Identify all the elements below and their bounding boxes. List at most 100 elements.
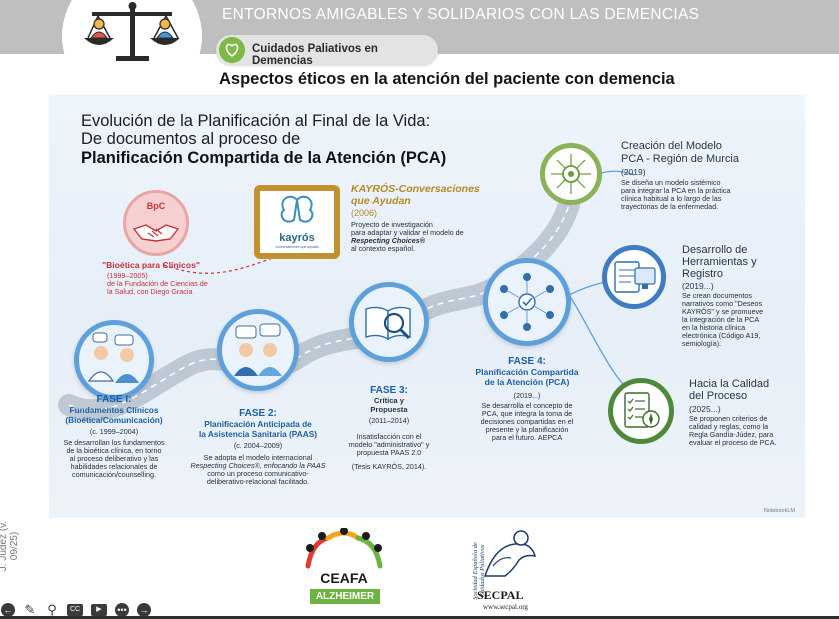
bpc-title: "Bioética para Clínicos" — [102, 260, 200, 270]
herramientas-desc-3: KAYRÓS" y se promueve — [682, 307, 764, 316]
fase2-desc-3: como un proceso comunicativo- — [207, 469, 309, 478]
fase3-circle — [349, 282, 429, 362]
kayros-logo-text: kayrós — [279, 232, 315, 244]
murcia-title-1: Creación del Modelo — [621, 140, 722, 152]
fase4-desc-1: Se desarrolla el concepto de — [481, 401, 573, 410]
kayros-desc-2: para adaptar y validar el modelo de — [351, 228, 464, 237]
herramientas-desc-2: narrativos como "Deseos — [682, 299, 763, 308]
kayros-butterfly-icon — [280, 195, 314, 223]
fase4-circle — [483, 258, 571, 346]
zoom-icon[interactable]: ⚲ — [47, 602, 57, 617]
herramientas-circle — [602, 245, 666, 309]
fase3-date: (2011–2014) — [368, 416, 410, 425]
slide-title-line2: De documentos al proceso de — [81, 130, 301, 148]
section-pill: Cuidados Paliativos en Demencias — [216, 35, 438, 67]
more-icon[interactable]: ••• — [115, 603, 129, 617]
murcia-desc-3: clínica habitual a lo largo de las — [621, 194, 722, 203]
fase1-desc-1: Se desarrollan los fundamentos — [63, 438, 165, 447]
digital-record-icon — [614, 261, 656, 293]
conversation-icon — [234, 323, 282, 376]
fase2-title: FASE 2: — [239, 408, 277, 419]
fase1-sub-2: (Bioética/Comunicación) — [65, 415, 163, 425]
fase4-title: FASE 4: — [508, 356, 546, 367]
herramientas-year: (2019...) — [682, 281, 714, 291]
fase1-sub-1: Fundamentos Clínicos — [69, 405, 159, 415]
handshake-icon — [132, 224, 180, 242]
back-icon[interactable]: ← — [1, 603, 15, 617]
slide-title-line1: Evolución de la Planificación al Final d… — [81, 112, 431, 130]
doctor-patient-icon — [87, 332, 139, 383]
fase4-sub-2: de la Atención (PCA) — [484, 377, 570, 387]
calidad-circle — [608, 378, 674, 444]
calidad-desc-1: Se proponen criterios de — [689, 414, 768, 423]
secpal-logo: Sociedad Española de Cuidados Paliativos… — [447, 526, 547, 616]
fase2-desc-2: Respecting Choices®, enfocando la PAAS — [190, 461, 326, 470]
presentation-toolbar: ← ✎ ⚲ CC ▶ ••• → — [1, 602, 151, 618]
calidad-year: (2025...) — [689, 404, 721, 414]
fase3-desc-4: (Tesis KAYRÓS, 2014). — [351, 462, 427, 471]
calidad-desc-2: calidad y reglas, como la — [689, 422, 769, 431]
kayros-year: (2006) — [351, 208, 378, 218]
alzheimer-bar: ALZHEIMER — [310, 589, 380, 604]
book-magnifier-icon — [365, 306, 411, 341]
fase3-title: FASE 3: — [370, 385, 408, 396]
checklist-compass-icon — [624, 392, 660, 428]
kayros-title-1: KAYRÓS-Conversaciones — [351, 183, 480, 195]
fase3-sub-2: Propuesta — [370, 405, 408, 414]
fase2-circle — [217, 309, 299, 391]
kayros-desc-4: al contexto español. — [351, 244, 415, 253]
ceafa-text: CEAFA — [320, 570, 368, 586]
herramientas-desc-6: electrónica (Código A19, — [682, 331, 761, 340]
fase3-desc-2: modelo "administrativo" y — [348, 440, 430, 449]
fase1-circle — [74, 320, 154, 400]
captions-icon[interactable]: CC — [67, 604, 83, 616]
fase1-desc-4: habilidades relacionales de — [70, 462, 158, 471]
murcia-year: (2019) — [621, 167, 646, 177]
murcia-desc-2: para integrar la PCA en la práctica — [621, 186, 731, 195]
fase3-sub-1: Crítica y — [374, 396, 404, 405]
slide-title-line3: Planificación Compartida de la Atención … — [81, 149, 447, 167]
herramientas-desc-5: en la historia clínica — [682, 323, 746, 332]
calidad-desc-3: Regla Gandía-Júdez, para — [689, 430, 774, 439]
bpc-badge: BpC — [123, 190, 189, 256]
fase4-desc-3: decisiones compartidas en el — [480, 417, 574, 426]
fase3-desc-1: Insatisfacción con el — [356, 432, 422, 441]
logo-badge — [62, 0, 202, 106]
herramientas-title-3: Registro — [682, 268, 723, 280]
murcia-desc-1: Se diseña un modelo sistémico — [621, 178, 721, 187]
kayros-desc-3: Respecting Choices® — [351, 236, 425, 245]
ceafa-logo: CEAFA ALZHEIMER — [298, 527, 390, 610]
fase2-date: (c. 2004–2009) — [233, 441, 283, 450]
bpc-badge-label: BpC — [146, 201, 166, 211]
fase2-sub-1: Planificación Anticipada de — [204, 419, 312, 429]
bpc-desc-2: la Salud, con Diego Gracia — [107, 287, 193, 296]
page-subtitle: Aspectos éticos en la atención del pacie… — [219, 70, 675, 88]
herramientas-desc-7: semiología). — [682, 339, 722, 348]
fase3-desc-3: propuesta PAAS 2.0 — [356, 448, 422, 457]
fase4-date: (2019...) — [513, 391, 541, 400]
calidad-desc-4: evaluar el proceso de PCA. — [689, 438, 777, 447]
murcia-circle — [540, 143, 602, 205]
fase2-desc-1: Se adopta el modelo internacional — [203, 453, 313, 462]
bpc-years: (1999–2005) — [107, 271, 148, 280]
pill-label: Cuidados Paliativos en Demencias — [252, 43, 378, 67]
fase4-desc-4: presente y la planificación — [485, 425, 569, 434]
camera-icon[interactable]: ▶ — [91, 604, 107, 616]
fase4-desc-5: para el futuro. AEPCA — [491, 433, 563, 442]
herramientas-title-1: Desarrollo de — [682, 244, 748, 256]
pen-icon[interactable]: ✎ — [24, 602, 36, 617]
kayros-title-2: que Ayudan — [351, 195, 411, 207]
kayros-logo-sub: conversaciones que ayudan — [275, 245, 319, 249]
ceafa-people-icon — [305, 527, 383, 569]
secpal-figure-icon — [483, 530, 537, 577]
system-network-icon — [551, 154, 591, 194]
fase1-desc-5: comunicación/counselling. — [72, 470, 156, 479]
notebooklm-watermark: NotebookLM — [763, 508, 795, 514]
bpc-desc-1: de la Fundación de Ciencias de — [107, 279, 208, 288]
murcia-desc-4: trayectorias de la enfermedad. — [621, 202, 719, 211]
secpal-url: www.secpal.org — [483, 603, 528, 611]
next-icon[interactable]: → — [137, 603, 151, 617]
kayros-desc-1: Proyecto de investigación — [351, 220, 433, 229]
network-people-icon — [500, 273, 554, 331]
fase1-title: FASE I: — [96, 394, 132, 405]
